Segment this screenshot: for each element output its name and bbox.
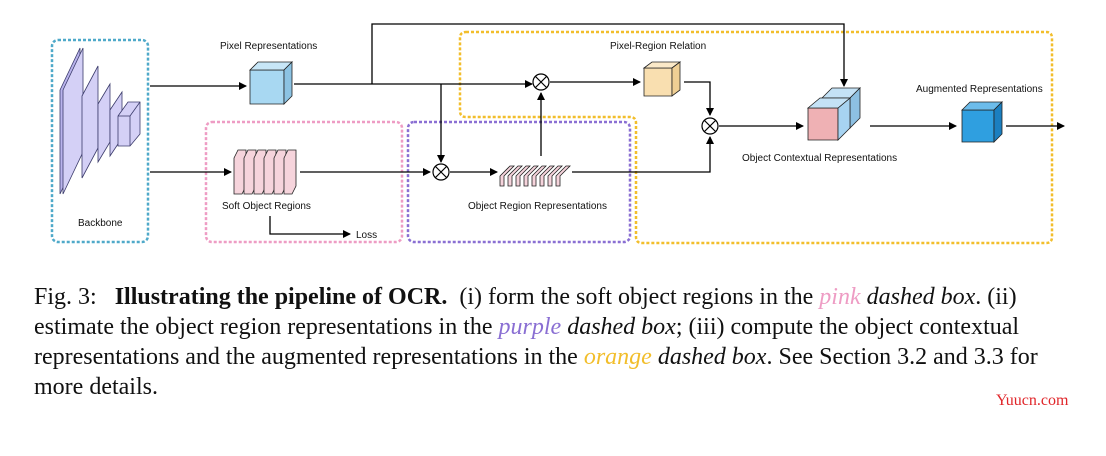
caption-title: Illustrating the pipeline of OCR. (114, 284, 448, 310)
object-region-representations-icon (499, 165, 571, 187)
caption-part3: ; (iii) compute the object contextual re… (34, 314, 1026, 370)
caption-part2: . (ii) estimate the object region repres… (34, 284, 1023, 340)
backbone-dashed-box (50, 38, 150, 244)
object-contextual-representations-label: Object Contextual Representations (742, 153, 897, 164)
caption-part4: . See Section 3.2 and 3.3 for more detai… (34, 344, 1044, 400)
object-contextual-representations-block (806, 87, 861, 141)
multiply-node-icon (432, 163, 450, 181)
caption-dashed-box-1: dashed box (866, 284, 976, 310)
soft-object-regions-icon (233, 149, 297, 195)
augmented-representations-label: Augmented Representations (916, 84, 1043, 95)
caption-dashed-box-3: dashed box (657, 344, 767, 370)
soft-object-regions-label: Soft Object Regions (222, 201, 311, 212)
multiply-node-icon (701, 117, 719, 135)
figure-caption: Fig. 3: Illustrating the pipeline of OCR… (34, 282, 1074, 402)
watermark-text: Yuucn.com (996, 392, 1069, 409)
multiply-node-icon (532, 73, 550, 91)
caption-fig-label: Fig. 3: (34, 284, 97, 310)
backbone-network-icon (59, 47, 141, 195)
caption-part1: (i) form the soft object regions in the (459, 284, 814, 310)
pink-dashed-box (204, 120, 404, 244)
pixel-representations-label: Pixel Representations (220, 41, 317, 52)
augmented-representations-cube (961, 101, 1003, 143)
caption-purple-word: purple (498, 314, 562, 340)
orange-dashed-box (458, 30, 1054, 245)
caption-pink-word: pink (819, 284, 861, 310)
caption-dashed-box-2: dashed box (567, 314, 676, 340)
pixel-region-relation-cube (642, 61, 682, 97)
connection-arrows (150, 23, 1065, 238)
backbone-label: Backbone (78, 218, 123, 229)
object-region-representations-label: Object Region Representations (468, 201, 607, 212)
pixel-region-relation-label: Pixel-Region Relation (610, 41, 706, 52)
pixel-representations-cube (249, 61, 293, 105)
loss-label: Loss (356, 230, 377, 241)
purple-dashed-box (406, 120, 632, 244)
caption-orange-word: orange (583, 344, 652, 370)
